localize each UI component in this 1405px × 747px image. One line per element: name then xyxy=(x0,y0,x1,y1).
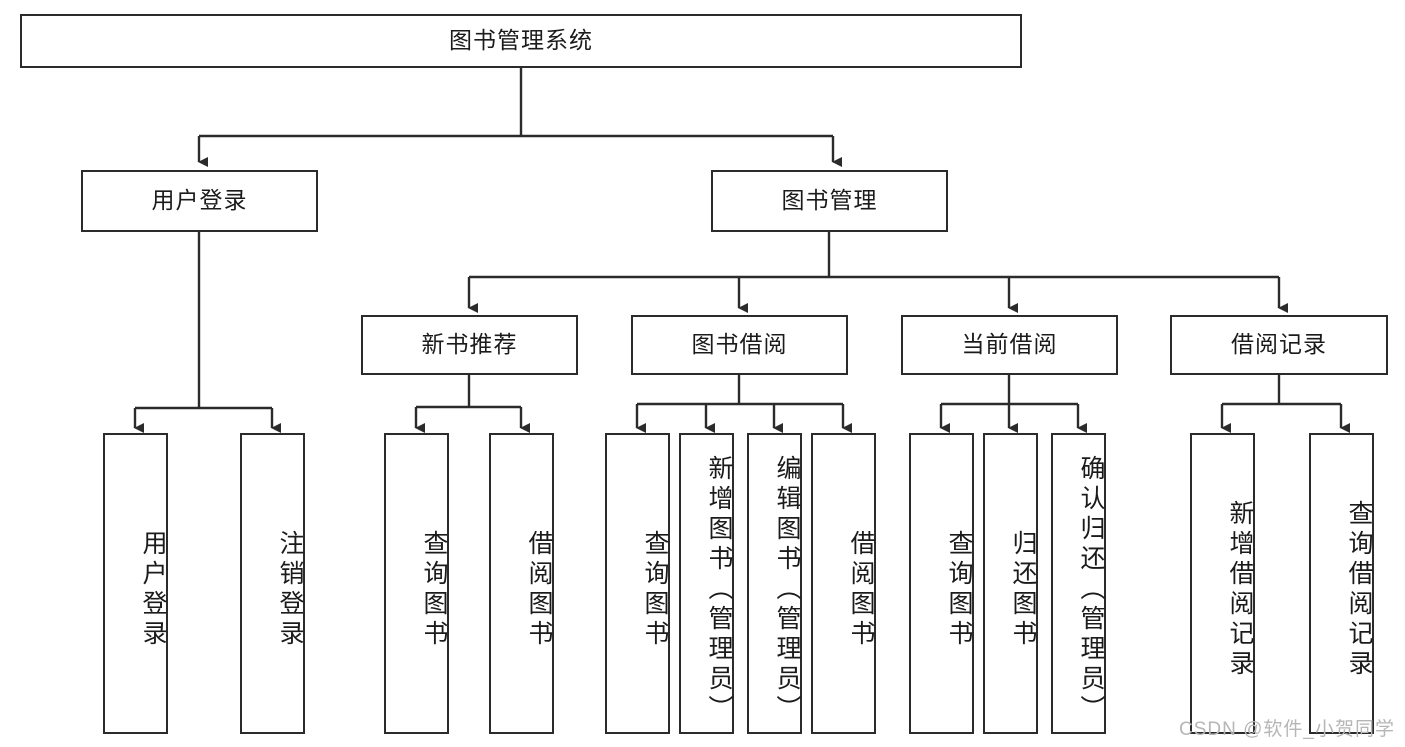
node-root[interactable]: 图书管理系统 xyxy=(20,14,1022,68)
leaf-current-confirm-return[interactable]: 确认归还（管理员） xyxy=(1051,433,1106,734)
leaf-label: 查询图书 xyxy=(420,529,448,650)
node-borrow-record[interactable]: 借阅记录 xyxy=(1170,315,1388,375)
node-book-management-label: 图书管理 xyxy=(781,187,878,214)
leaf-new-book-borrow[interactable]: 借阅图书 xyxy=(489,433,554,734)
node-root-label: 图书管理系统 xyxy=(449,27,593,54)
node-current-borrow-label: 当前借阅 xyxy=(961,331,1058,358)
leaf-label: 借阅图书 xyxy=(525,529,553,650)
leaf-user-login-signout[interactable]: 注销登录 xyxy=(240,433,305,734)
leaf-label: 确认归还（管理员） xyxy=(1077,454,1105,725)
leaf-record-query[interactable]: 查询借阅记录 xyxy=(1309,433,1374,734)
leaf-label: 编辑图书（管理员） xyxy=(773,454,801,725)
leaf-label: 用户登录 xyxy=(139,529,167,650)
leaf-borrow-edit-book[interactable]: 编辑图书（管理员） xyxy=(747,433,802,734)
leaf-label: 归还图书 xyxy=(1009,529,1037,650)
leaf-label: 注销登录 xyxy=(276,529,304,650)
node-new-book-recommend[interactable]: 新书推荐 xyxy=(361,315,578,375)
leaf-label: 新增借阅记录 xyxy=(1226,499,1254,680)
leaf-label: 新增图书（管理员） xyxy=(705,454,733,725)
node-new-book-recommend-label: 新书推荐 xyxy=(421,331,518,358)
leaf-user-login-signin[interactable]: 用户登录 xyxy=(103,433,168,734)
watermark-text: CSDN @软件_小贺同学 xyxy=(1179,719,1395,740)
leaf-label: 查询图书 xyxy=(641,529,669,650)
leaf-current-query-book[interactable]: 查询图书 xyxy=(909,433,974,734)
node-borrow-record-label: 借阅记录 xyxy=(1231,331,1327,358)
leaf-current-return-book[interactable]: 归还图书 xyxy=(983,433,1038,734)
leaf-new-book-query[interactable]: 查询图书 xyxy=(384,433,449,734)
leaf-record-add[interactable]: 新增借阅记录 xyxy=(1190,433,1255,734)
leaf-borrow-add-book[interactable]: 新增图书（管理员） xyxy=(679,433,734,734)
node-current-borrow[interactable]: 当前借阅 xyxy=(901,315,1118,375)
node-book-management[interactable]: 图书管理 xyxy=(711,170,948,232)
leaf-label: 查询图书 xyxy=(945,529,973,650)
node-user-login-label: 用户登录 xyxy=(151,187,248,214)
leaf-borrow-query-book[interactable]: 查询图书 xyxy=(605,433,670,734)
leaf-label: 借阅图书 xyxy=(847,529,875,650)
node-user-login[interactable]: 用户登录 xyxy=(81,170,318,232)
leaf-label: 查询借阅记录 xyxy=(1345,499,1373,680)
node-book-borrow-label: 图书借阅 xyxy=(691,331,788,358)
node-book-borrow[interactable]: 图书借阅 xyxy=(631,315,848,375)
leaf-borrow-borrow-book[interactable]: 借阅图书 xyxy=(811,433,876,734)
